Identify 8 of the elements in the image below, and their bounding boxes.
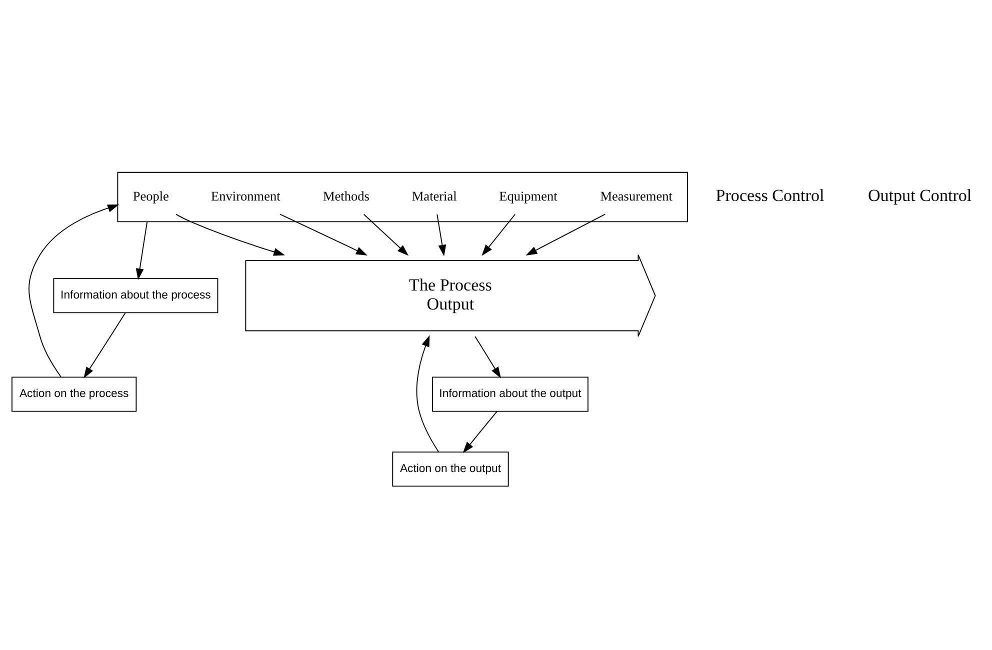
node-text: Material: [412, 188, 457, 204]
node-text: Methods: [322, 188, 370, 204]
node-text: Equipment: [499, 188, 558, 204]
node-text: People: [132, 188, 169, 204]
label: Process Control: [716, 186, 824, 205]
label: Output Control: [868, 186, 972, 205]
node-text: Environment: [211, 188, 280, 204]
node-text: Measurement: [600, 188, 672, 204]
